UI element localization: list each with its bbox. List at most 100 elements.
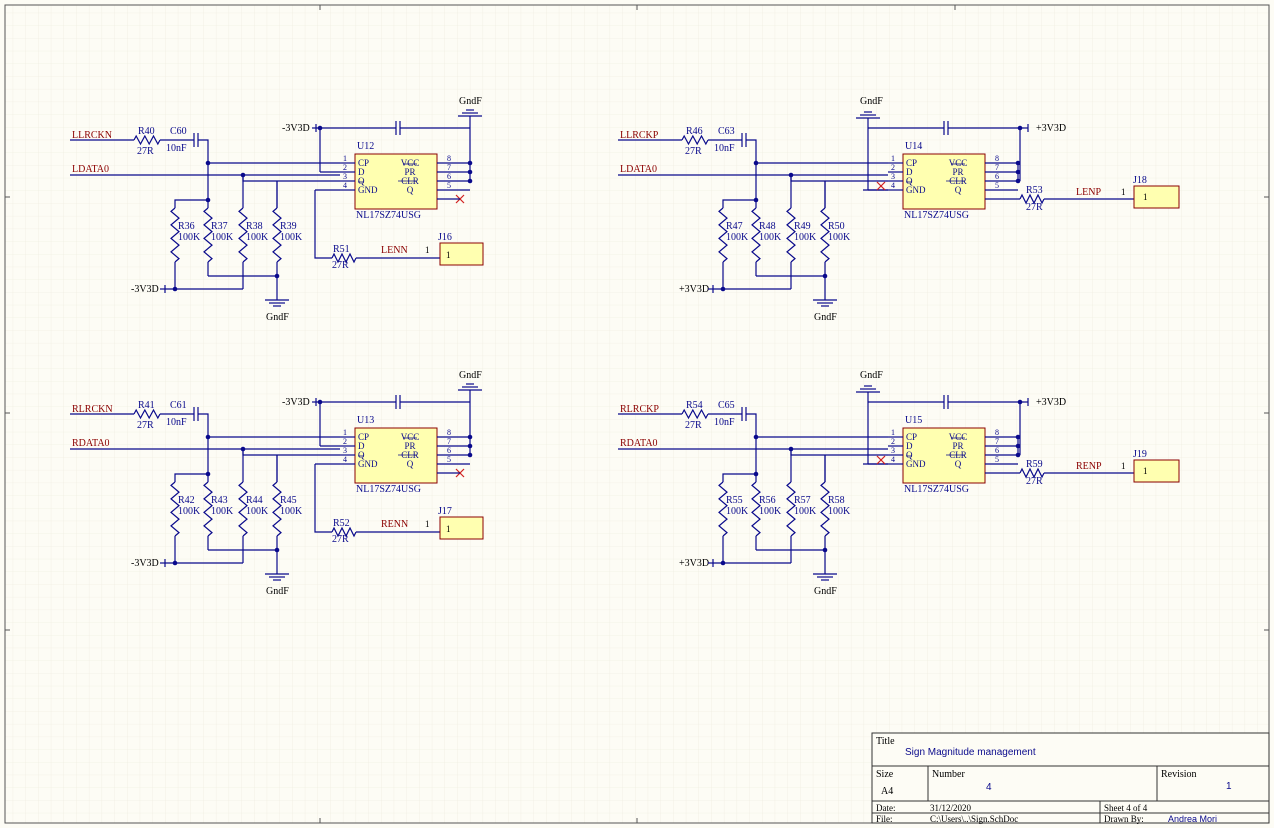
ic-pin-label: Q [906, 176, 913, 186]
resistor-symbol [203, 207, 213, 263]
ic-pin-label: CP [906, 432, 917, 442]
title-block: Title Sign Magnitude management Size A4 … [871, 732, 1270, 824]
junction-dot [317, 125, 323, 131]
revision-value: 1 [1226, 781, 1232, 792]
junction-dot [720, 560, 726, 566]
output-resistor-value: 27R [332, 534, 349, 545]
clock-capacitor-value: 10nF [714, 143, 735, 154]
pull-resistor-value: 100K [794, 232, 817, 243]
size-value: A4 [881, 786, 893, 797]
ic-pin-number: 1 [343, 154, 347, 163]
resistor-symbol [238, 481, 248, 537]
output-resistor-value: 27R [1026, 202, 1043, 213]
drawn-by-label: Drawn By: [1104, 814, 1144, 824]
ic-type: NL17SZ74USG [904, 210, 969, 221]
clock-resistor-ref: R41 [138, 400, 155, 411]
resistor-symbol [1019, 467, 1045, 479]
connector-body [1133, 459, 1180, 483]
pull-resistor-value: 100K [246, 232, 269, 243]
ic-pin-label: PR [404, 441, 415, 451]
pull-resistor-ref: R58 [828, 495, 845, 506]
junction-dot [205, 160, 211, 166]
supply-label-bottom: -3V3D [131, 284, 159, 295]
ic-pin-label: CP [358, 158, 369, 168]
connector-pin-label: 1 [446, 250, 451, 260]
junction-dot [720, 286, 726, 292]
date-value: 31/12/2020 [930, 803, 972, 813]
ic-pin-number: 4 [891, 455, 895, 464]
junction-dot [822, 547, 828, 553]
ic-body [354, 153, 438, 210]
pull-resistor-value: 100K [178, 506, 201, 517]
resistor-symbol [820, 481, 830, 537]
clock-capacitor-ref: C65 [718, 400, 735, 411]
pull-resistor-ref: R39 [280, 221, 297, 232]
net-label-data: LDATA0 [72, 164, 109, 175]
clock-resistor-ref: R46 [686, 126, 703, 137]
ic-pin-label: PR [404, 167, 415, 177]
ic-pin-label: Q [358, 176, 365, 186]
gnd-label-bottom: GndF [266, 586, 289, 597]
clock-to-cp-wire [746, 413, 888, 438]
clock-resistor-value: 27R [685, 420, 702, 431]
supply-label: -3V3D [282, 397, 310, 408]
ic-pin-number: 4 [343, 455, 347, 464]
date-label: Date: [876, 803, 896, 813]
pull-resistor-ref: R44 [246, 495, 263, 506]
connector-ref: J16 [438, 232, 452, 243]
junction-dot [1015, 443, 1021, 449]
connector-ref: J18 [1133, 175, 1147, 186]
junction-dot [1017, 399, 1023, 405]
ic-pin-label: Q [906, 450, 913, 460]
ic-type: NL17SZ74USG [356, 484, 421, 495]
ic-pin-number: 6 [995, 446, 999, 455]
ic-pin-label: Q [407, 185, 414, 195]
gnd-label: GndF [459, 96, 482, 107]
resistor-symbol [751, 481, 761, 537]
junction-dot [205, 197, 211, 203]
ic-pin-number: 3 [343, 172, 347, 181]
net-label-clock: RLRCKP [620, 404, 659, 415]
ic-pin-number: 1 [891, 428, 895, 437]
ic-pin-label: CP [906, 158, 917, 168]
net-label-clock: RLRCKN [72, 404, 113, 415]
pull-resistor-value: 100K [794, 506, 817, 517]
gnd-label: GndF [459, 370, 482, 381]
ic-pin-number: 8 [995, 428, 999, 437]
clock-capacitor-value: 10nF [166, 417, 187, 428]
junction-dot [274, 547, 280, 553]
ic-pin-number: 5 [995, 455, 999, 464]
connector-ref: J17 [438, 506, 452, 517]
junction-dot [1015, 169, 1021, 175]
ic-pin-number: 6 [447, 172, 451, 181]
drawn-by-value: Andrea Mori [1168, 814, 1217, 824]
ic-pin-label: Q [407, 459, 414, 469]
output-resistor-value: 27R [1026, 476, 1043, 487]
ic-pin-number: 4 [343, 181, 347, 190]
resistor-symbol [681, 408, 709, 420]
junction-dot [467, 452, 473, 458]
output-resistor-ref: R53 [1026, 185, 1043, 196]
ic-ref: U14 [905, 141, 922, 152]
resistor-symbol [272, 481, 282, 537]
ic-pin-number: 8 [447, 154, 451, 163]
ic-type: NL17SZ74USG [904, 484, 969, 495]
pull-resistor-value: 100K [211, 506, 234, 517]
sheet-title: Sign Magnitude management [905, 747, 1036, 758]
pull-resistor-ref: R47 [726, 221, 743, 232]
clock-resistor-value: 27R [137, 146, 154, 157]
resistor-symbol [1019, 193, 1045, 205]
clock-capacitor-ref: C60 [170, 126, 187, 137]
number-value: 4 [986, 782, 992, 793]
net-label-data: LDATA0 [620, 164, 657, 175]
net-label-data: RDATA0 [72, 438, 110, 449]
junction-dot [172, 286, 178, 292]
ic-pin-number: 7 [995, 163, 999, 172]
pull-resistor-ref: R38 [246, 221, 263, 232]
resistor-symbol [718, 481, 728, 537]
revision-label: Revision [1161, 769, 1197, 780]
pull-resistor-ref: R45 [280, 495, 297, 506]
net-label-output: LENP [1076, 187, 1101, 198]
